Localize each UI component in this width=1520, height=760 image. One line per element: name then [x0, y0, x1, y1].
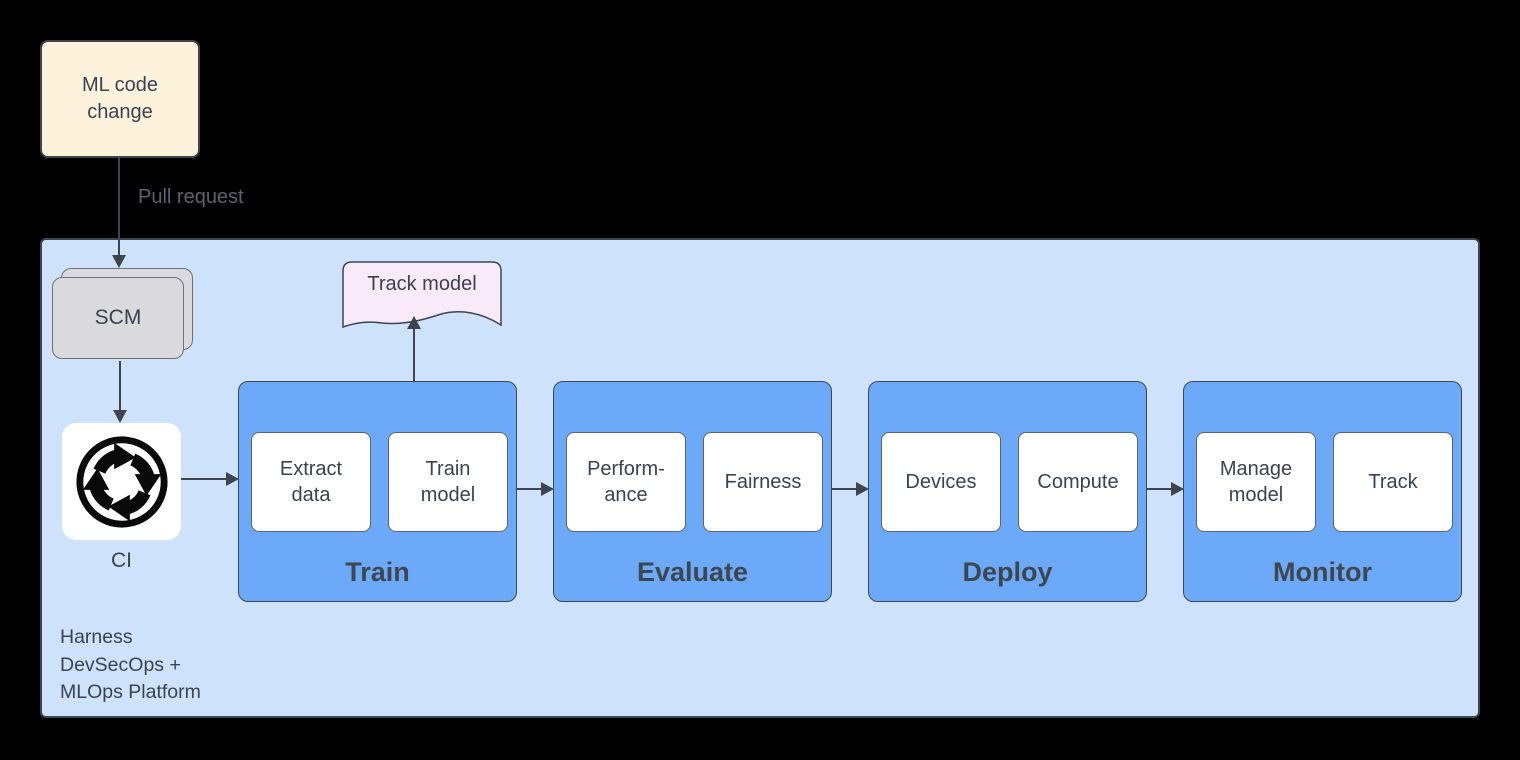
platform-container: SCM — [40, 238, 1480, 718]
item-label-line: Manage — [1219, 458, 1293, 480]
track-model-label: Track model — [367, 273, 477, 295]
arrowhead-right-icon — [226, 472, 239, 486]
scm-to-ci-arrow — [113, 361, 127, 423]
scm-label: SCM — [94, 306, 142, 329]
arrowhead-right-icon — [541, 482, 554, 496]
stage-label-deploy: Deploy — [962, 557, 1053, 587]
ml-code-change-line1: ML code — [82, 74, 158, 96]
ml-code-change-line2: change — [87, 101, 153, 123]
item-performance: Perform- ance — [566, 432, 686, 532]
item-track: Track — [1333, 432, 1453, 532]
item-label-line: Track — [1368, 471, 1418, 493]
ml-code-change-node: ML code change — [40, 40, 200, 158]
item-label-line: model — [420, 484, 476, 506]
arrowhead-right-icon — [856, 482, 869, 496]
platform-label-line2: DevSecOps + — [60, 653, 181, 676]
arrowhead-down-icon — [112, 255, 126, 268]
platform-label: Harness DevSecOps + MLOps Platform — [60, 624, 201, 707]
train-to-track-model-arrow — [407, 316, 421, 381]
stage-label-evaluate: Evaluate — [636, 557, 749, 587]
evaluate-to-deploy-arrow — [832, 482, 869, 496]
item-fairness: Fairness — [703, 432, 823, 532]
deploy-to-monitor-arrow — [1147, 482, 1184, 496]
item-label-line: Train — [425, 458, 471, 480]
ci-cycle-icon — [75, 435, 168, 528]
item-label-line: data — [291, 484, 331, 506]
item-label-line: Devices — [905, 471, 977, 493]
arrowhead-up-icon — [407, 316, 421, 329]
item-label-line: Extract — [279, 458, 343, 480]
item-label-line: ance — [604, 484, 648, 506]
item-devices: Devices — [881, 432, 1001, 532]
scm-node: SCM — [52, 277, 184, 359]
platform-label-line1: Harness — [60, 626, 133, 648]
ci-to-train-arrow — [181, 472, 239, 486]
pull-request-label: Pull request — [138, 186, 244, 208]
arrowhead-down-icon — [113, 410, 127, 423]
stage-monitor: Manage model Track Monitor — [1183, 381, 1462, 602]
item-label-line: Compute — [1037, 471, 1119, 493]
item-manage-model: Manage model — [1196, 432, 1316, 532]
item-extract-data: Extract data — [251, 432, 371, 532]
ci-label: CI — [111, 549, 132, 572]
item-label-line: Fairness — [724, 471, 802, 493]
pull-request-arrow — [112, 158, 126, 268]
stage-label-train: Train — [345, 557, 410, 587]
item-train-model: Train model — [388, 432, 508, 532]
item-label-line: Perform- — [587, 458, 665, 480]
stage-train: Extract data Train model Train — [238, 381, 517, 602]
item-compute: Compute — [1018, 432, 1138, 532]
item-label-line: model — [1228, 484, 1284, 506]
stage-deploy: Devices Compute Deploy — [868, 381, 1147, 602]
stage-label-monitor: Monitor — [1273, 557, 1372, 587]
platform-label-line3: MLOps Platform — [60, 681, 201, 704]
ml-code-change-label: ML code change — [82, 72, 158, 126]
train-to-evaluate-arrow — [517, 482, 554, 496]
arrowhead-right-icon — [1171, 482, 1184, 496]
track-model-document — [342, 261, 502, 329]
ci-node — [62, 423, 181, 540]
stage-evaluate: Perform- ance Fairness Evaluate — [553, 381, 832, 602]
